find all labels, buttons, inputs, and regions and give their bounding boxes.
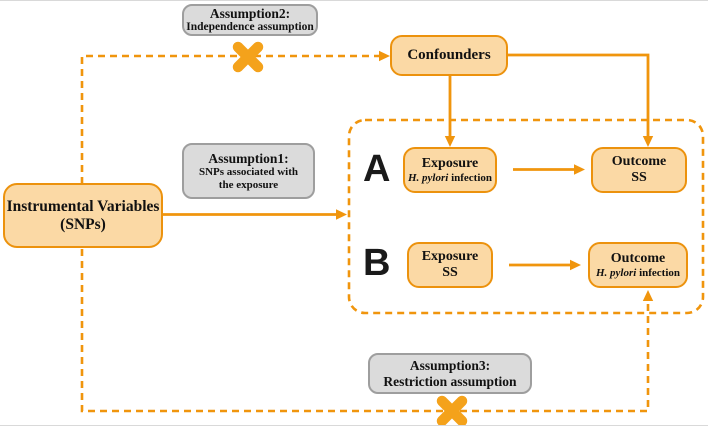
assumption2-box: Assumption2: Independence assumption bbox=[182, 4, 318, 36]
assumption2-title: Assumption2: bbox=[209, 5, 291, 21]
iv-line2: (SNPs) bbox=[60, 215, 106, 233]
arrowhead-to-confounders bbox=[379, 50, 390, 62]
assumption2-subtitle: Independence assumption bbox=[186, 21, 314, 34]
dashed-assumption-path bbox=[80, 54, 650, 413]
exposure-b-name: SS bbox=[442, 265, 458, 280]
panel-a-letter: A bbox=[363, 148, 391, 190]
instrumental-variables-box: Instrumental Variables (SNPs) bbox=[3, 183, 163, 248]
exposure-a-name: H. pylori infection bbox=[408, 172, 492, 185]
panel-b-letter: B bbox=[363, 242, 391, 284]
exposure-b-box: Exposure SS bbox=[407, 242, 493, 288]
panels-dashed-frame bbox=[347, 118, 705, 315]
outcome-a-title: Outcome bbox=[611, 153, 667, 169]
outcome-a-box: Outcome SS bbox=[591, 147, 687, 193]
confounders-label: Confounders bbox=[407, 46, 491, 63]
x-mark-independence bbox=[232, 41, 264, 73]
exposure-a-name-rest: infection bbox=[451, 171, 493, 184]
assumption1-box: Assumption1: SNPs associated with the ex… bbox=[182, 143, 315, 199]
assumption3-box: Assumption3: Restriction assumption bbox=[368, 353, 532, 394]
arrowhead-to-outcome-b bbox=[642, 290, 654, 301]
exposure-a-name-italic: H. pylori bbox=[407, 171, 449, 184]
outcome-a-name: SS bbox=[631, 170, 647, 185]
assumption1-title: Assumption1: bbox=[208, 150, 289, 166]
arrowhead-iv-to-exposure bbox=[336, 209, 347, 220]
arrowhead-confounders-to-outcome bbox=[642, 136, 654, 147]
arrowhead-exposure-b-to-outcome-b bbox=[570, 259, 581, 271]
exposure-a-box: Exposure H. pylori infection bbox=[403, 147, 497, 193]
assumption1-line1: SNPs associated with bbox=[198, 166, 298, 179]
outcome-b-name: H. pylori infection bbox=[596, 267, 680, 280]
arrowhead-exposure-a-to-outcome-a bbox=[574, 164, 585, 175]
arrowhead-confounders-to-exposure bbox=[444, 136, 456, 147]
exposure-b-title: Exposure bbox=[421, 248, 479, 264]
assumption3-subtitle: Restriction assumption bbox=[383, 373, 517, 389]
outcome-b-box: Outcome H. pylori infection bbox=[588, 242, 688, 288]
assumption3-title: Assumption3: bbox=[409, 357, 491, 373]
exposure-a-title: Exposure bbox=[421, 155, 479, 171]
assumption1-line2: the exposure bbox=[218, 178, 279, 191]
iv-line1: Instrumental Variables bbox=[6, 197, 160, 215]
outcome-b-title: Outcome bbox=[610, 250, 666, 266]
confounders-box: Confounders bbox=[390, 35, 508, 76]
outcome-b-name-italic: H. pylori bbox=[595, 266, 637, 279]
x-mark-restriction bbox=[436, 395, 468, 425]
outcome-b-name-rest: infection bbox=[639, 266, 681, 279]
confounders-to-outcome-line bbox=[507, 53, 650, 138]
